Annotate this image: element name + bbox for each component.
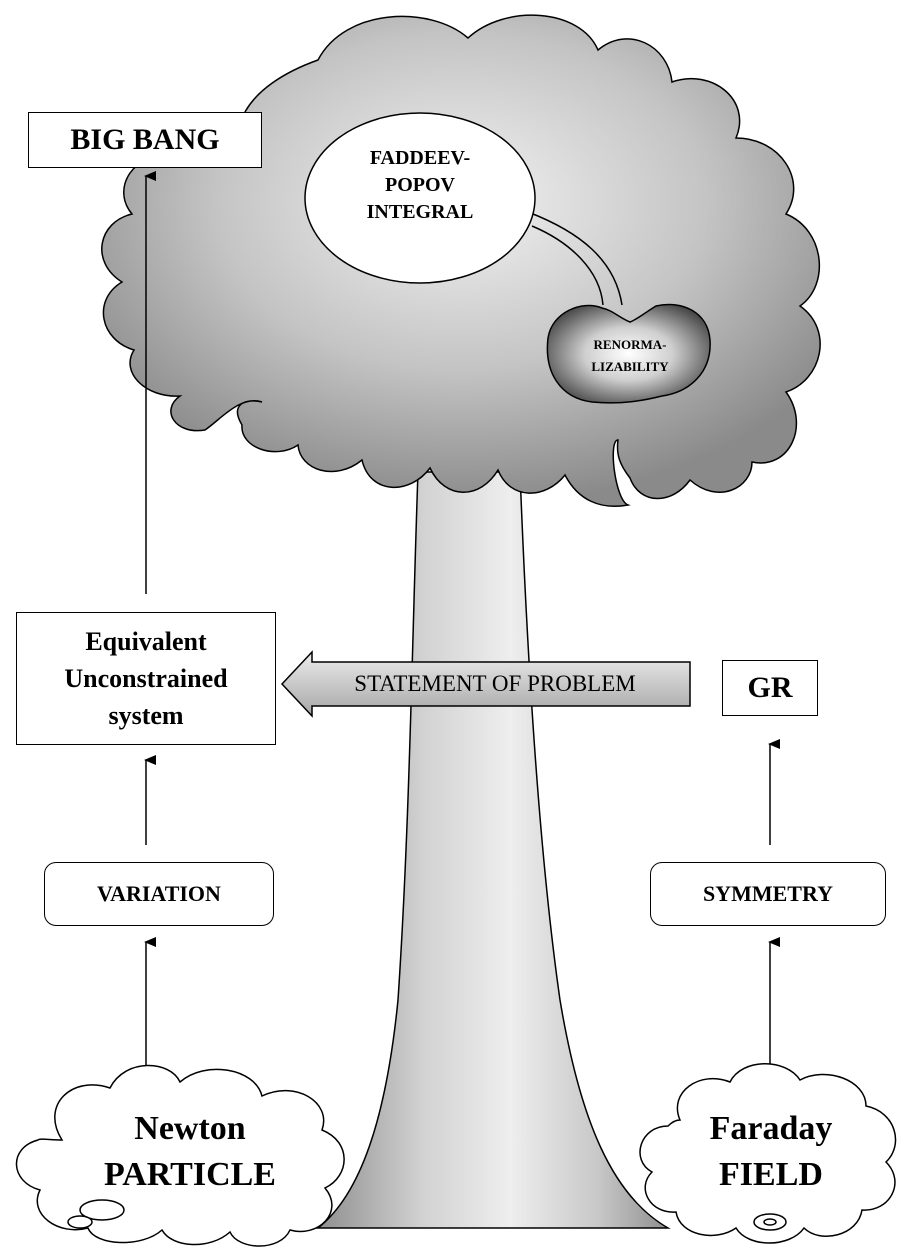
renormalizability-line-1: RENORMA- xyxy=(593,337,667,352)
newton-line-1: Newton xyxy=(134,1110,246,1147)
equivalent-line-3: system xyxy=(108,701,184,730)
statement-arrow xyxy=(280,650,691,718)
faraday-line-1: Faraday xyxy=(709,1110,833,1147)
faddeev-popov-label: FADDEEV- POPOV INTEGRAL xyxy=(320,145,520,226)
symmetry-label: SYMMETRY xyxy=(702,881,833,906)
faddeev-popov-line-3: INTEGRAL xyxy=(366,201,474,223)
newton-cloud-puff xyxy=(79,1199,125,1221)
variation-box: VARIATION xyxy=(44,862,274,926)
faddeev-popov-line-1: FADDEEV- xyxy=(369,147,471,169)
symmetry-box: SYMMETRY xyxy=(650,862,886,926)
newton-cloud-puff xyxy=(67,1215,93,1229)
newton-label: Newton PARTICLE xyxy=(70,1106,310,1198)
renormalizability-label: RENORMA- LIZABILITY xyxy=(560,334,700,378)
faraday-cloud xyxy=(639,1063,897,1244)
fruit-stem xyxy=(531,225,604,306)
tree-trunk xyxy=(315,471,671,1229)
faraday-cloud-puff xyxy=(763,1218,777,1226)
equivalent-line-2: Unconstrained xyxy=(64,664,228,693)
faddeev-popov-oval xyxy=(304,112,536,284)
equivalent-system-box: Equivalent Unconstrained system xyxy=(16,612,276,745)
renormalizability-fruit xyxy=(546,303,711,404)
faraday-line-2: FIELD xyxy=(719,1156,823,1193)
fruit-stem xyxy=(527,211,623,306)
faraday-label: Faraday FIELD xyxy=(666,1106,876,1198)
equivalent-line-1: Equivalent xyxy=(85,627,207,656)
faddeev-popov-line-2: POPOV xyxy=(385,174,455,196)
renormalizability-line-2: LIZABILITY xyxy=(591,359,669,374)
statement-label: STATEMENT OF PROBLEM xyxy=(354,671,636,696)
big-bang-box: BIG BANG xyxy=(28,112,262,168)
variation-label: VARIATION xyxy=(97,881,221,906)
newton-line-2: PARTICLE xyxy=(104,1156,276,1193)
big-bang-label: BIG BANG xyxy=(70,123,220,156)
gr-box: GR xyxy=(722,660,818,716)
gr-label: GR xyxy=(747,671,793,704)
